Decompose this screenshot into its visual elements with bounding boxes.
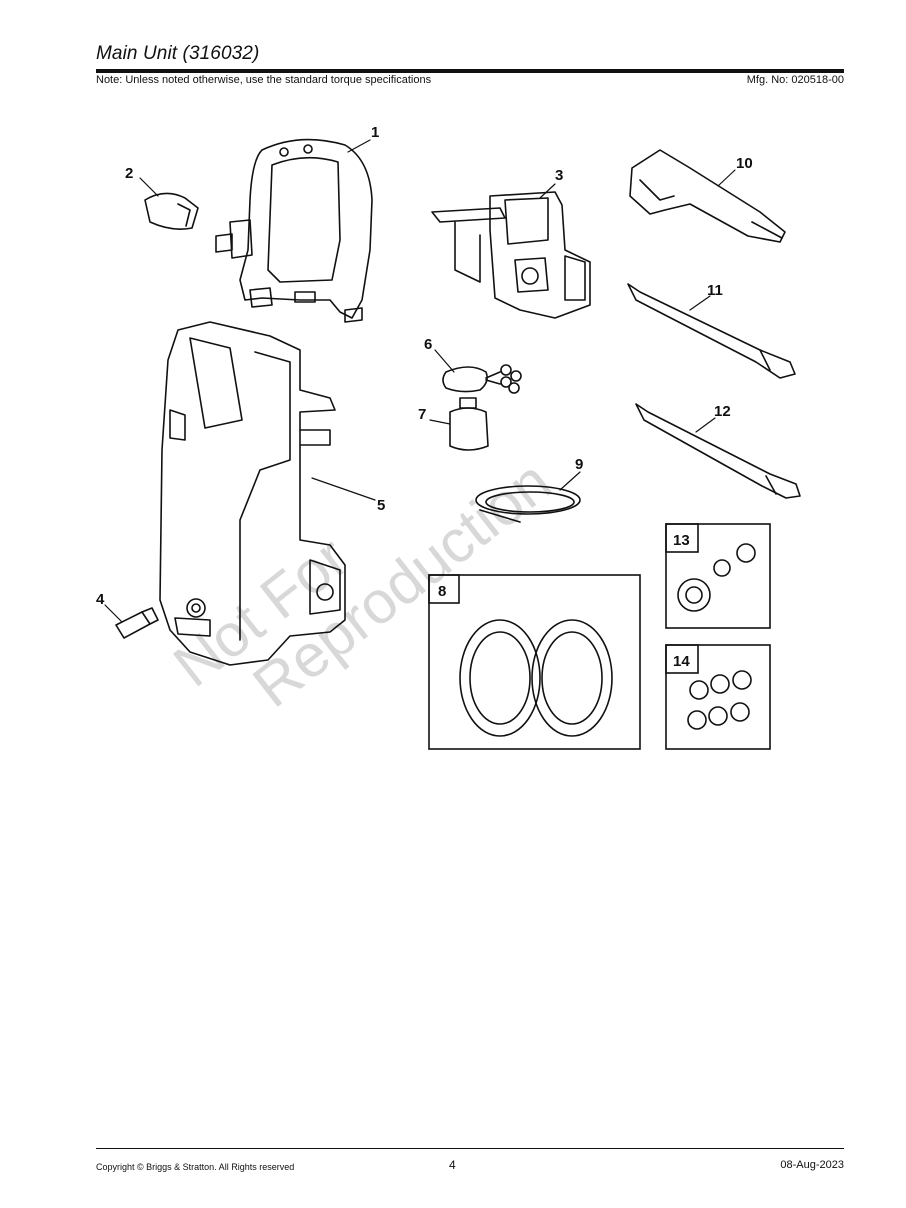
- part-6-nozzle-set: [442, 364, 522, 394]
- part-12-wand: [635, 403, 801, 499]
- leader-lines: [104, 139, 736, 623]
- page-title: Main Unit (316032): [96, 43, 260, 64]
- watermark: Not For Reproduction: [161, 447, 563, 720]
- callout-11: 11: [707, 282, 723, 299]
- part-9-hose: [475, 485, 581, 523]
- part-8-label-box: [428, 574, 460, 604]
- header-divider: [96, 69, 844, 73]
- manufacturing-number: Mfg. No: 020518-00: [746, 74, 844, 86]
- part-1-handle-frame: [215, 138, 373, 323]
- part-14-o-rings: [687, 670, 752, 730]
- callout-6: 6: [424, 336, 432, 353]
- callout-10: 10: [736, 155, 753, 172]
- part-3-bracket: [431, 191, 591, 319]
- publish-date: 08-Aug-2023: [780, 1159, 844, 1171]
- callout-2: 2: [125, 165, 133, 182]
- part-14-label-box: [665, 644, 699, 674]
- part-11-wand: [627, 283, 796, 379]
- callout-1: 1: [371, 124, 379, 141]
- part-8-wheels: [459, 619, 613, 737]
- part-5-main-housing: [159, 321, 346, 666]
- callout-4: 4: [96, 591, 105, 608]
- page-number: 4: [449, 1158, 456, 1172]
- callout-3: 3: [555, 167, 563, 184]
- part-13-box: [665, 523, 771, 629]
- callout-13: 13: [673, 532, 690, 549]
- part-10-spray-gun: [629, 149, 786, 243]
- callout-12: 12: [714, 403, 731, 420]
- part-8-box: [428, 574, 641, 750]
- part-7-detergent-bottle: [449, 397, 489, 451]
- callout-14: 14: [673, 653, 690, 670]
- torque-note: Note: Unless noted otherwise, use the st…: [96, 74, 432, 86]
- callout-8: 8: [438, 583, 446, 600]
- part-4-nozzle: [115, 607, 159, 639]
- footer-divider: [96, 1148, 844, 1149]
- copyright-text: Copyright © Briggs & Stratton. All Right…: [96, 1162, 295, 1172]
- callout-5: 5: [377, 497, 385, 514]
- part-14-box: [665, 644, 771, 750]
- callout-7: 7: [418, 406, 426, 423]
- part-13-connector-kit: [677, 543, 756, 612]
- part-2-grip: [144, 192, 199, 230]
- part-13-label-box: [665, 523, 699, 553]
- callout-9: 9: [575, 456, 583, 473]
